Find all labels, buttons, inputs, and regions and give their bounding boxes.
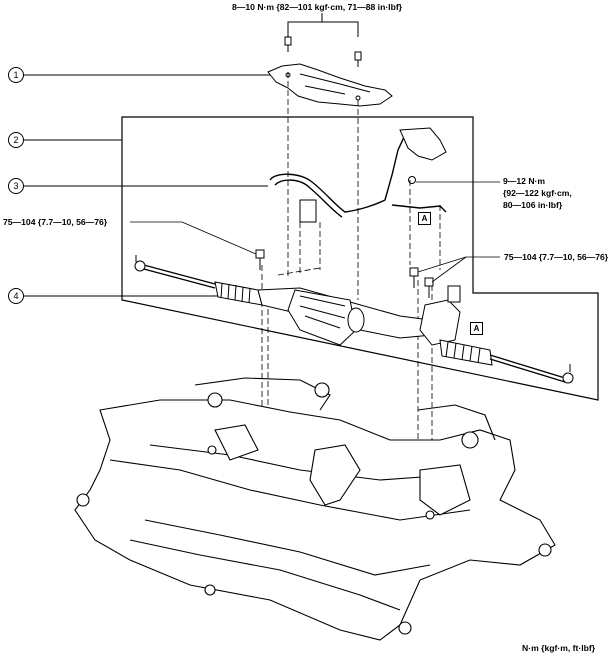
top-torque-bracket bbox=[287, 21, 359, 37]
callout-1: 1 bbox=[8, 67, 24, 83]
torque-label-right-line1: 9—12 N·m bbox=[503, 176, 546, 186]
torque-label-right-line3: 80—106 in·lbf} bbox=[503, 200, 563, 210]
units-note: N·m {kgf·m, ft·lbf} bbox=[522, 643, 596, 653]
callout-4: 4 bbox=[8, 288, 24, 304]
callout-2: 2 bbox=[8, 132, 24, 148]
top-bolts bbox=[284, 36, 362, 67]
assembly-frame bbox=[121, 116, 599, 401]
pressure-pipe bbox=[269, 127, 447, 223]
callout-3: 3 bbox=[8, 178, 24, 194]
front-crossmember bbox=[74, 377, 556, 641]
torque-label-top: 8—10 N·m {82—101 kgf·cm, 71—88 in·lbf} bbox=[232, 2, 403, 12]
torque-label-right-lower: 75—104 {7.7—10, 56—76} bbox=[504, 252, 609, 262]
steering-gear-assembly bbox=[134, 249, 574, 384]
torque-label-right-line2: {92—122 kgf·cm, bbox=[503, 188, 572, 198]
marker-a-upper: A bbox=[418, 212, 431, 225]
marker-a-lower: A bbox=[470, 322, 483, 335]
torque-label-left: 75—104 {7.7—10, 56—76} bbox=[3, 217, 108, 227]
heat-insulator bbox=[267, 63, 393, 107]
